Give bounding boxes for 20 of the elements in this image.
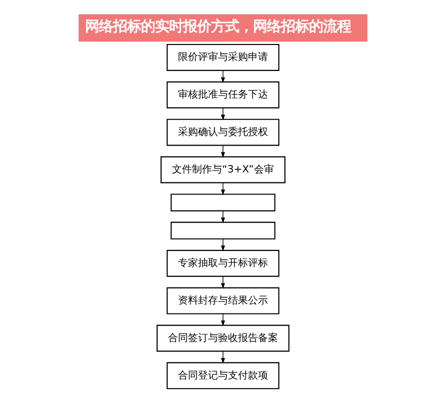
node-box: 合同签订与验收报告备案 — [156, 324, 289, 352]
diagram-title: 网络招标的实时报价方式，网络招标的流程 — [84, 18, 350, 35]
node-box: 采购确认与委托授权 — [166, 118, 279, 146]
node-box: 审核批准与任务下达 — [166, 81, 279, 108]
node-box — [170, 194, 275, 212]
arrow — [220, 210, 225, 224]
arrow — [220, 238, 225, 252]
node-box — [170, 222, 275, 240]
node-box: 专家抽取与开标评标 — [166, 250, 279, 277]
node-box: 文件制作与“3+X”会审 — [160, 156, 285, 184]
arrow — [220, 314, 225, 326]
arrow — [220, 351, 225, 364]
node-box: 资料封存与结果公示 — [166, 287, 279, 314]
arrow — [220, 182, 225, 196]
arrow — [220, 276, 225, 289]
arrow — [220, 108, 225, 120]
node-box: 合同登记与支付款项 — [166, 362, 279, 390]
arrow — [220, 145, 225, 158]
node-box: 限价评审与采购申请 — [166, 44, 279, 71]
arrow — [220, 70, 225, 83]
